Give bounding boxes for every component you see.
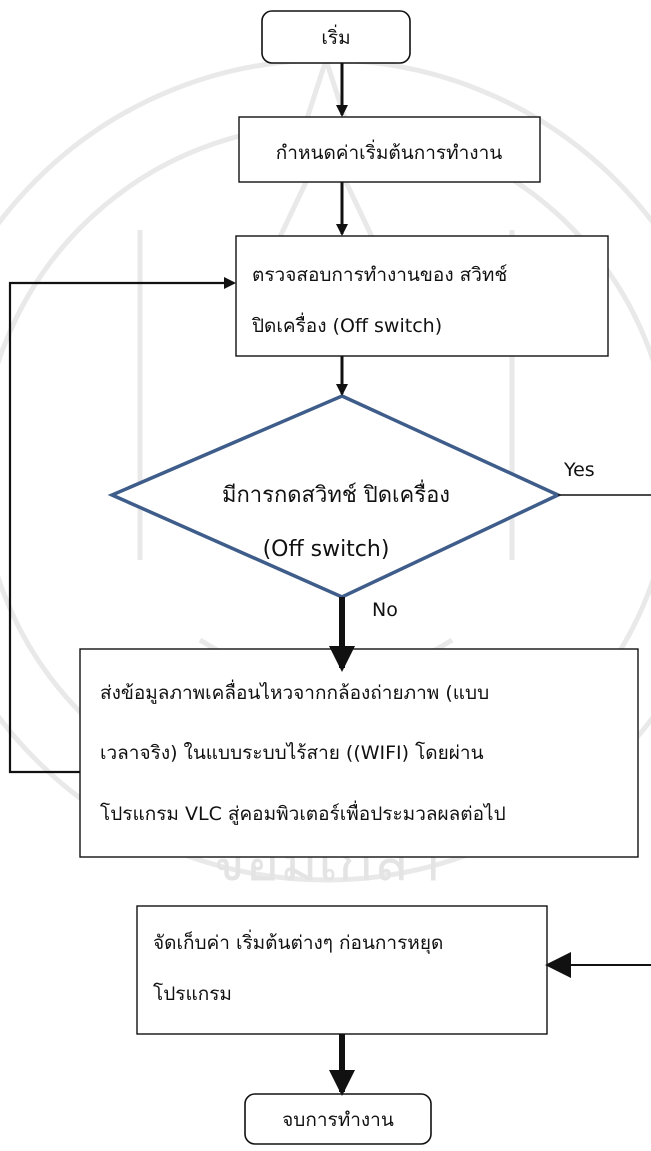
save-settings-line-1: จัดเก็บค่า เริ่มต้นต่างๆ ก่อนการหยุด: [153, 929, 443, 955]
decision-no-label: No: [372, 599, 398, 621]
decision-line-2: (Off switch): [263, 537, 390, 562]
stream-video-line-1: ส่งข้อมูลภาพเคลื่อนไหวจากกล้องถ่ายภาพ (แ…: [100, 679, 489, 704]
stream-video-node: ส่งข้อมูลภาพเคลื่อนไหวจากกล้องถ่ายภาพ (แ…: [79, 648, 639, 858]
stream-video-line-3: โปรแกรม VLC สู่คอมพิวเตอร์เพื่อประมวลผลต…: [100, 800, 506, 825]
start-node-shape: [261, 10, 411, 64]
save-settings-node-shape: [136, 905, 548, 1035]
start-node: เริ่ม: [261, 10, 411, 64]
decision-node: มีการกดสวิทช์ ปิดเครื่อง (Off switch): [107, 394, 563, 599]
end-node-label: จบการทำงาน: [282, 1109, 394, 1131]
stream-video-node-shape: [79, 648, 639, 858]
initialize-node-label: กำหนดค่าเริ่มต้นการทำงาน: [276, 139, 502, 164]
end-node: จบการทำงาน: [244, 1093, 432, 1145]
check-switch-line-2: ปิดเครื่อง (Off switch): [251, 312, 442, 337]
stream-video-line-2: เวลาจริง) ในแบบระบบไร้สาย ((WIFI) โดยผ่า…: [100, 741, 484, 764]
decision-line-1: มีการกดสวิทช์ ปิดเครื่อง: [222, 479, 450, 508]
save-settings-node: จัดเก็บค่า เริ่มต้นต่างๆ ก่อนการหยุด โปร…: [136, 905, 548, 1035]
check-switch-node-shape: [235, 235, 609, 357]
initialize-node: กำหนดค่าเริ่มต้นการทำงาน: [238, 116, 541, 183]
start-node-label: เริ่ม: [321, 24, 350, 49]
check-switch-line-1: ตรวจสอบการทำงานของ สวิทช์: [252, 264, 507, 286]
check-switch-node: ตรวจสอบการทำงานของ สวิทช์ ปิดเครื่อง (Of…: [235, 235, 609, 357]
decision-yes-label: Yes: [563, 459, 595, 481]
initialize-node-shape: [238, 116, 541, 183]
arrow-loop-back-to-check: [8, 277, 236, 774]
save-settings-line-2: โปรแกรม: [153, 982, 232, 1005]
